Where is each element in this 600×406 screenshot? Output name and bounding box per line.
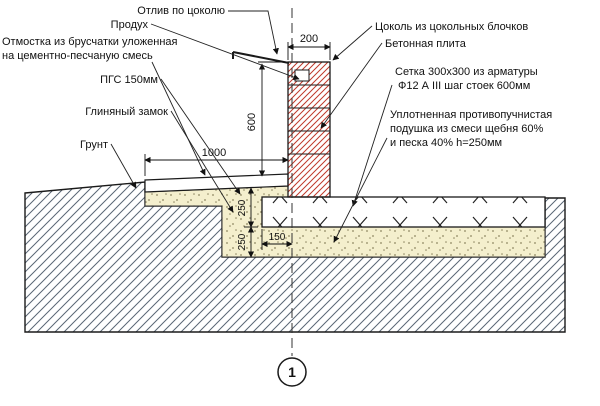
dim-apron-width: 1000: [202, 147, 226, 159]
detail-marker-number: 1: [288, 364, 296, 380]
label-mesh-line2: Ф12 А III шаг стоек 600мм: [398, 80, 530, 92]
label-cushion-line1: Уплотненная противопучнистая: [390, 109, 552, 121]
label-soil: Грунт: [80, 139, 108, 151]
label-cushion-line2: подушка из смеси щебня 60%: [390, 123, 543, 135]
label-pgs: ПГС 150мм: [100, 74, 158, 86]
label-concrete-slab: Бетонная плита: [385, 38, 467, 50]
dim-slab-thickness: 250: [237, 199, 248, 216]
dim-cushion-thickness: 250: [237, 233, 248, 250]
label-drip-flashing: Отлив по цоколю: [137, 5, 225, 17]
label-apron-line2: на цементно-песчаную смесь: [2, 50, 153, 62]
label-vent: Продух: [111, 19, 149, 31]
detail-marker: 1: [277, 357, 307, 387]
label-cushion-line3: и песка 40% h=250мм: [390, 137, 502, 149]
concrete-slab: [261, 196, 546, 228]
leader-lines: [110, 10, 393, 243]
label-plinth-blocks: Цоколь из цокольных блочков: [375, 21, 528, 33]
dim-plinth-width: 200: [300, 33, 318, 45]
plinth-wall: [287, 61, 331, 198]
label-clay-lock: Глиняный замок: [85, 106, 168, 118]
vent-opening: [294, 69, 310, 82]
dim-axis-offset: 150: [269, 232, 286, 243]
label-apron-line1: Отмостка из брусчатки уложенная: [2, 36, 178, 48]
label-mesh-line1: Сетка 300х300 из арматуры: [395, 66, 538, 78]
dim-plinth-height: 600: [246, 113, 258, 131]
drip-flashing: [232, 51, 290, 64]
